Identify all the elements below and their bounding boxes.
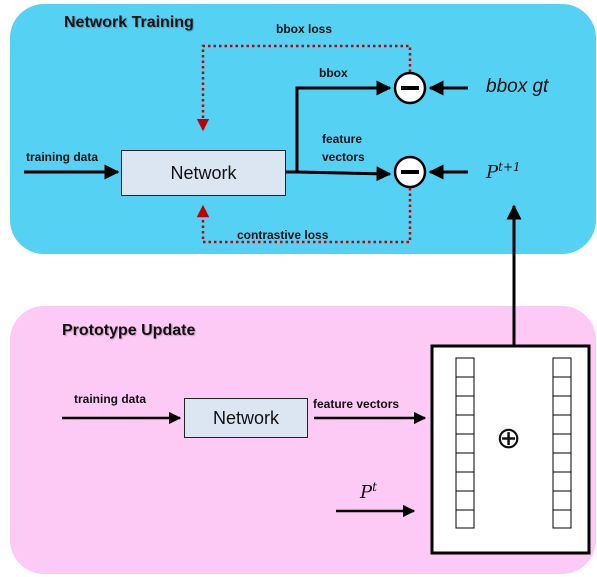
bbox-loss-path <box>196 44 412 132</box>
p-next-label: Pt+1 <box>486 160 521 183</box>
training-data-label-bottom: training data <box>74 392 147 406</box>
network-box-bottom: Network <box>184 398 308 438</box>
feature-label: feature <box>322 132 363 146</box>
prototype-stack-right <box>552 357 572 529</box>
p-current-label: Pt <box>360 480 377 503</box>
feature-vectors-label-bottom: feature vectors <box>313 397 400 411</box>
feature-stack-left <box>455 357 475 529</box>
arrow-bbox-branch <box>295 80 392 172</box>
bbox-label: bbox <box>319 66 348 80</box>
bbox-gt-label: bbox gt <box>486 76 549 97</box>
subtract-icon-bbox <box>393 71 427 105</box>
prototype-update-title: Prototype Update <box>62 322 196 339</box>
network-box-top: Network <box>121 150 286 196</box>
training-data-label-top: training data <box>26 150 99 164</box>
plus-circle-icon: ⊕ <box>496 421 522 456</box>
bbox-loss-label: bbox loss <box>276 22 333 36</box>
subtract-icon-feature <box>393 155 427 189</box>
contrastive-loss-label: contrastive loss <box>237 228 329 242</box>
arrow-feature-vectors <box>296 166 392 182</box>
network-training-title: Network Training <box>64 14 194 31</box>
vectors-label: vectors <box>322 150 365 164</box>
